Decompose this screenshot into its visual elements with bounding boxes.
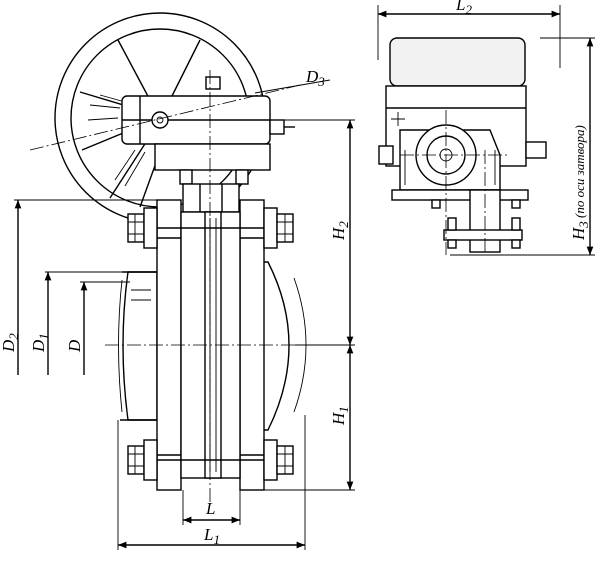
side-axes [400,110,510,255]
side-body [391,189,529,253]
dim-label-h2: H2 [329,221,351,241]
valve-neck [182,183,240,213]
side-view: L2 H3 (по оси затвора) [377,0,595,256]
dim-label-h1: H1 [329,406,351,426]
dim-label-d: D [65,339,84,353]
dim-label-l: L [205,499,215,518]
gearbox [121,95,295,185]
dim-label-d1: D1 [29,333,51,353]
extension-lines [14,119,355,550]
dim-label-d3: D3 [305,67,325,89]
side-dimensions [377,5,595,256]
front-dimensions [14,79,354,549]
dim-label-l1: L1 [203,525,220,547]
front-view: D3 H2 H1 D2 D1 D L L1 [0,12,355,550]
dim-label-d2: D2 [0,333,21,353]
front-axes [29,70,320,505]
dim-label-l2: L2 [455,0,472,17]
flange-bolts [127,207,294,481]
dim-label-h3: H3 (по оси затвора) [569,125,591,241]
